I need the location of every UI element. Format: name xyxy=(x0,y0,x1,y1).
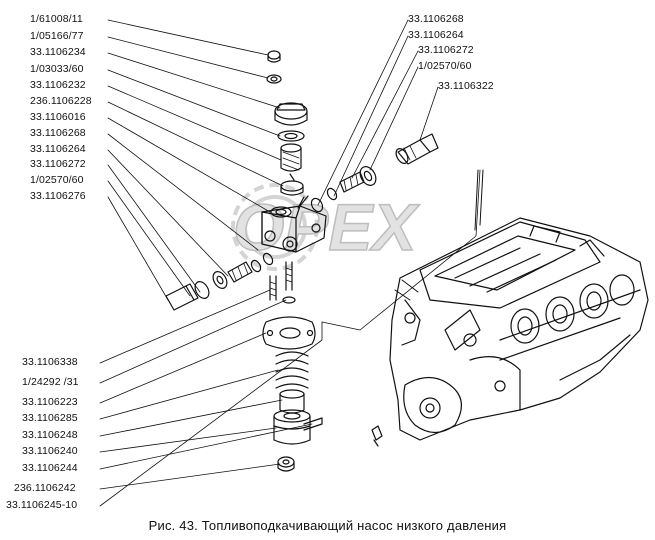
part-label: 33.1106264 xyxy=(30,143,86,155)
part-label: 1/03033/60 xyxy=(30,63,84,75)
part-label: 33.1106248 xyxy=(22,429,78,441)
part-label: 33.1106240 xyxy=(22,445,78,457)
part-label: 1/02570/60 xyxy=(30,174,84,186)
pump-body xyxy=(261,195,327,253)
leader-lines xyxy=(99,19,481,507)
part-label: 1/61008/11 xyxy=(30,13,83,25)
left-stack-parts xyxy=(165,252,296,311)
part-label: 33.1106244 xyxy=(22,462,78,474)
part-label: 33.1106338 xyxy=(22,356,78,368)
watermark-text: OPEX xyxy=(233,190,420,264)
part-label: 33.1106268 xyxy=(30,127,86,139)
part-label: 33.1106016 xyxy=(30,111,86,123)
figure-caption: Рис. 43. Топливоподкачивающий насос низк… xyxy=(148,518,507,533)
part-label: 236.1106242 xyxy=(14,482,76,494)
watermark-logo: OPEX xyxy=(231,183,421,271)
part-label: 33.1106223 xyxy=(22,396,78,408)
part-label: 33.1106245-10 xyxy=(6,499,78,511)
part-label: 33.1106285 xyxy=(22,412,78,424)
part-label: 33.1106272 xyxy=(30,158,86,170)
part-label: 33.1106268 xyxy=(408,13,464,25)
top-stack-parts xyxy=(266,50,308,196)
lower-stack-parts xyxy=(262,316,383,472)
part-label: 1/24292 /31 xyxy=(22,376,79,388)
part-label: 33.1106232 xyxy=(30,79,86,91)
part-label: 1/02570/60 xyxy=(418,60,472,72)
engine-block xyxy=(389,169,649,441)
part-label: 1/05166/77 xyxy=(30,30,84,42)
part-label: 33.1106272 xyxy=(418,44,474,56)
right-stack-parts xyxy=(310,133,439,213)
part-label: 33.1106276 xyxy=(30,190,86,202)
part-label: 33.1106322 xyxy=(438,80,494,92)
part-label: 236.1106228 xyxy=(30,95,92,107)
part-label: 33.1106264 xyxy=(408,29,464,41)
part-label: 33.1106234 xyxy=(30,46,86,58)
